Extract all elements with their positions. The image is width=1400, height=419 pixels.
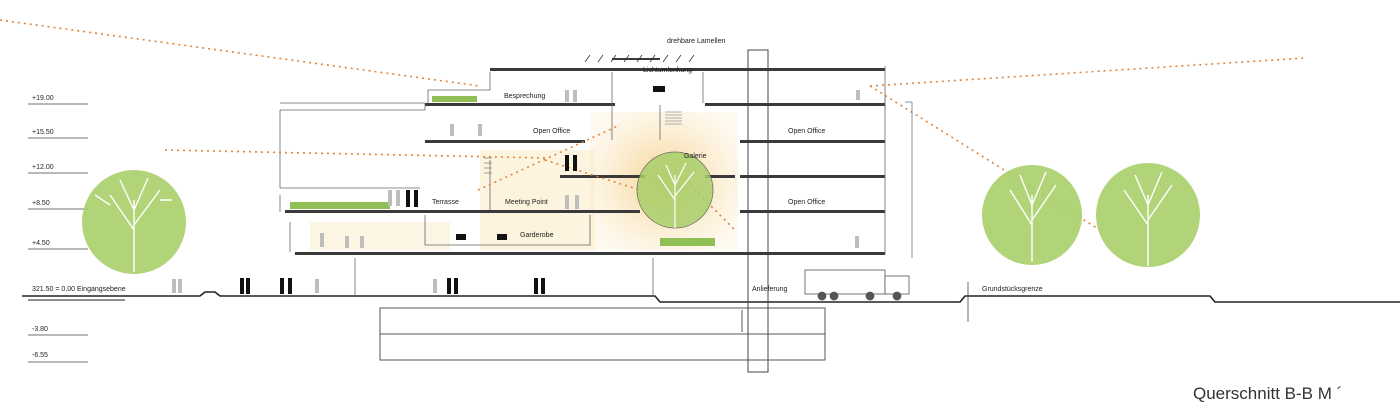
level-label-b2: -6.55 — [32, 352, 48, 359]
label-open-office-left: Open Office — [533, 128, 570, 135]
level-label-19: +19.00 — [32, 95, 54, 102]
label-anlieferung: Anlieferung — [752, 286, 788, 293]
label-garderobe: Garderobe — [520, 232, 554, 239]
tree-icon — [82, 170, 186, 274]
basement — [379, 307, 826, 361]
drawing-title: Querschnitt B-B M ´ — [1193, 384, 1342, 403]
ground-line — [22, 291, 1400, 303]
level-label-15-5: +15.50 — [32, 129, 54, 136]
sight-lines — [0, 19, 1306, 231]
label-lamellen: drehbare Lamellen — [667, 38, 725, 45]
label-galerie: Galerie — [684, 153, 707, 160]
label-lichtumlenkung: Lichtumlenkung — [643, 67, 692, 74]
tree-icon — [982, 165, 1082, 265]
building-outline — [279, 66, 886, 296]
level-label-12: +12.00 — [32, 164, 54, 171]
person-silhouette-icon — [172, 90, 860, 293]
building-floors — [285, 58, 885, 255]
level-label-8-5: +8.50 — [32, 200, 50, 207]
label-grundstuecksgrenze: Grundstücksgrenze — [982, 286, 1043, 293]
tree-icon — [1096, 163, 1200, 267]
plants — [290, 96, 715, 246]
level-marks — [28, 103, 88, 363]
truck-icon — [804, 269, 910, 301]
label-terrasse: Terrasse — [432, 199, 459, 206]
lamella-icon — [584, 54, 695, 63]
person-silhouette-icon — [240, 86, 665, 294]
level-label-b1: -3.80 — [32, 326, 48, 333]
stair-icon — [484, 111, 682, 174]
label-open-office-right-mid: Open Office — [788, 199, 825, 206]
level-label-4-5: +4.50 — [32, 240, 50, 247]
tree-icon — [636, 151, 714, 229]
label-besprechung: Besprechung — [504, 93, 545, 100]
label-meeting-point: Meeting Point — [505, 199, 548, 206]
label-open-office-right-top: Open Office — [788, 128, 825, 135]
level-label-ground: 321.50 = 0.00 Eingangsebene — [32, 286, 126, 293]
